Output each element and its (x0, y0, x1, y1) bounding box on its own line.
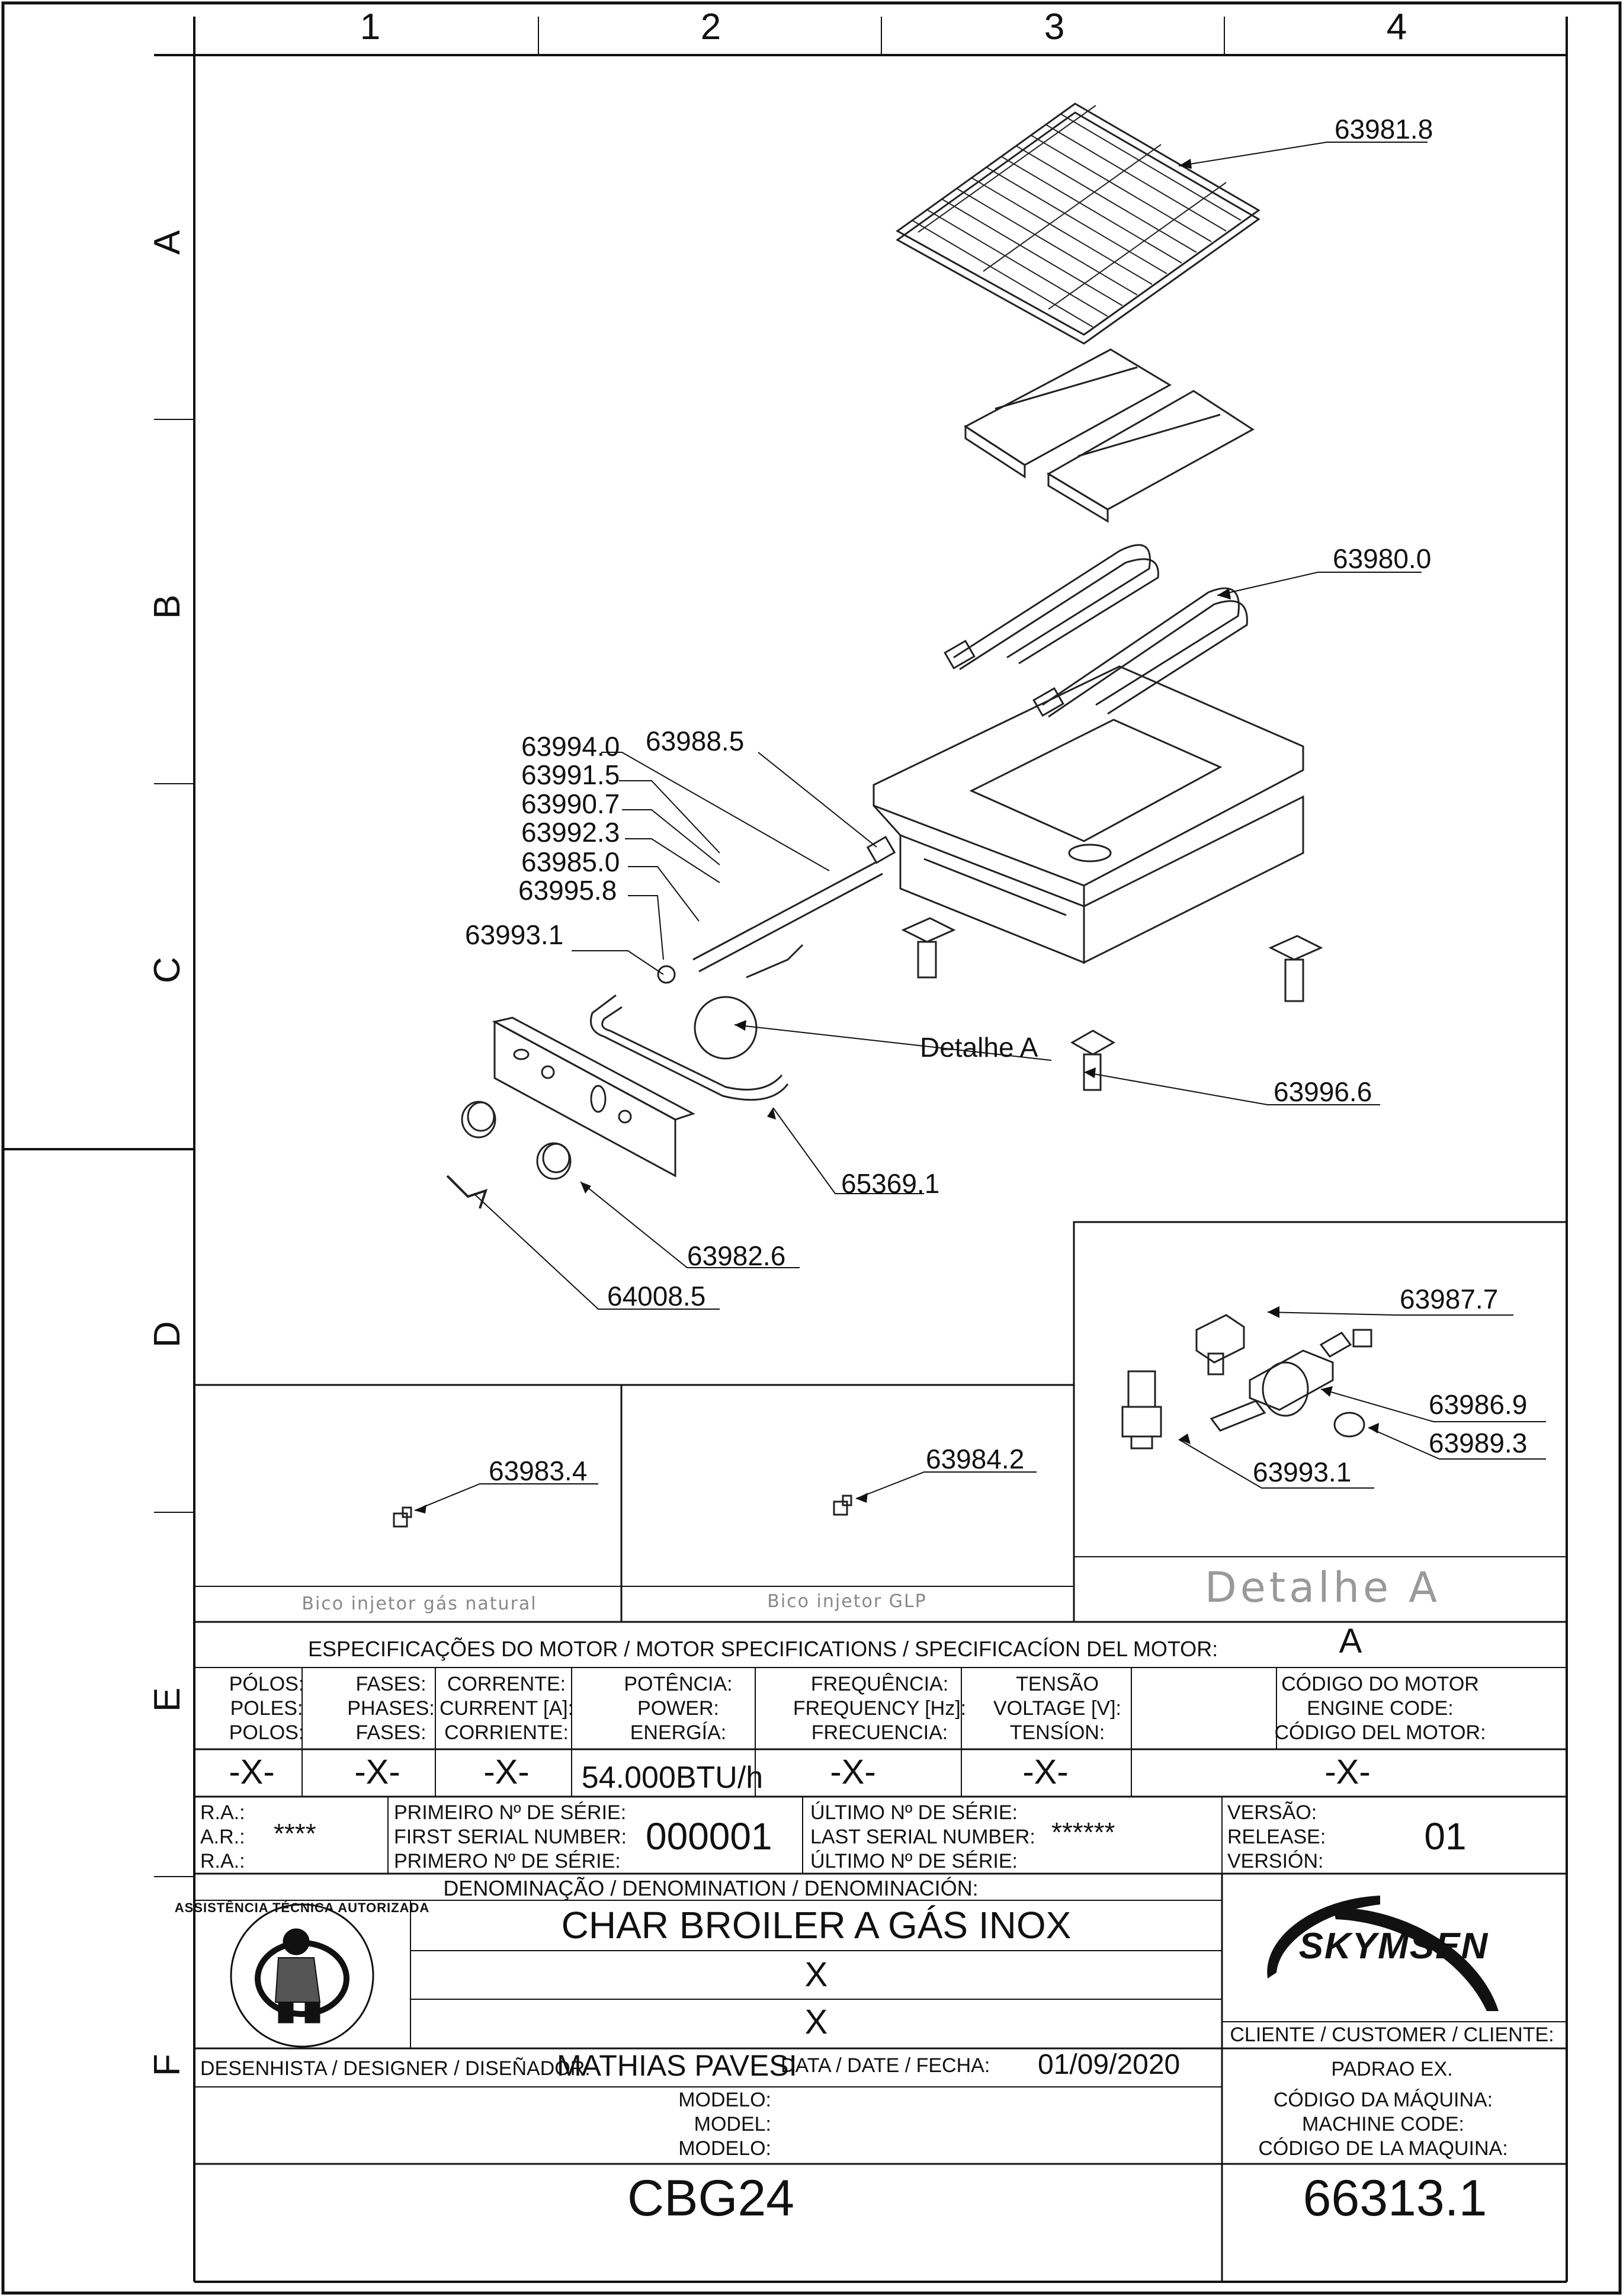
motor-spec-title: ESPECIFICAÇÕES DO MOTOR / MOTOR SPECIFIC… (308, 1637, 1218, 1661)
first-serial-labels: PRIMEIRO Nº DE SÉRIE: FIRST SERIAL NUMBE… (394, 1801, 627, 1872)
client-value: PADRAO EX. (1331, 2058, 1453, 2080)
motor-header-poles: PÓLOS: POLES: POLOS: (229, 1673, 304, 1744)
gas-manifold (590, 835, 896, 1101)
motor-value-current: -X- (483, 1753, 530, 1791)
denomination-line-1: CHAR BROILER A GÁS INOX (561, 1904, 1072, 1947)
part-number: 63981.8 (1335, 114, 1433, 145)
grid-row-label: B (147, 594, 188, 619)
radiant-plates (964, 348, 1255, 523)
part-number: 63982.6 (687, 1240, 786, 1271)
cable (446, 1175, 488, 1209)
part-number: 63996.6 (1274, 1076, 1372, 1107)
motor-value-phases: -X- (354, 1753, 400, 1791)
part-number: 63990.7 (521, 788, 620, 819)
model-value: CBG24 (627, 2170, 795, 2227)
motor-value-voltage: -X- (1022, 1753, 1069, 1791)
motor-header-voltage: TENSÃO VOLTAGE [V]: TENSÍON: (993, 1673, 1122, 1744)
part-number: 63983.4 (489, 1455, 588, 1486)
motor-header-phases: FASES: PHASES: FASES: (347, 1673, 435, 1744)
part-number: 63988.5 (646, 726, 745, 756)
ra-value: **** (274, 1818, 316, 1849)
grid-row-label: E (147, 1687, 188, 1712)
motor-header-engine-code: CÓDIGO DO MOTOR ENGINE CODE: CÓDIGO DEL … (1274, 1673, 1486, 1744)
nozzle-natural (393, 1506, 412, 1528)
part-number: 63987.7 (1400, 1284, 1499, 1314)
part-number: 63993.1 (1253, 1457, 1352, 1487)
part-number: 63980.0 (1333, 543, 1432, 574)
service-logo (230, 1903, 374, 2048)
designer-label: DESENHISTA / DESIGNER / DISEÑADOR: (200, 2057, 591, 2080)
ra-labels: R.A.: A.R.: R.A.: (200, 1801, 245, 1872)
part-number: 64008.5 (607, 1281, 706, 1311)
broiler-body (873, 665, 1304, 964)
part-number: 63986.9 (1429, 1389, 1528, 1420)
brand-name: SKYMSEN (1298, 1926, 1489, 1967)
denomination-label: DENOMINAÇÃO / DENOMINATION / DENOMINACIÓ… (443, 1876, 979, 1900)
nozzle-glp-caption: Bico injetor GLP (767, 1591, 927, 1612)
motor-header-current: CORRENTE: CURRENT [A]: CORRIENTE: (439, 1673, 574, 1744)
grid-column-label: 3 (1044, 7, 1065, 47)
client-label: CLIENTE / CUSTOMER / CLIENTE: (1230, 2024, 1554, 2046)
brand-swoosh (1267, 1896, 1499, 2011)
grid-column-label: 1 (360, 7, 381, 47)
part-number: 65369.1 (841, 1168, 940, 1199)
detail-a-parts (1121, 1314, 1372, 1450)
burner-tubes (944, 544, 1248, 718)
motor-value-engine-code: -X- (1324, 1753, 1371, 1791)
version-value: 01 (1424, 1815, 1467, 1858)
designer-value: MATHIAS PAVESI (557, 2049, 797, 2082)
nozzle-natural-caption: Bico injetor gás natural (301, 1593, 537, 1614)
denomination-line-3: X (804, 2003, 828, 2041)
part-number: 63991.5 (521, 759, 620, 790)
motor-value-frequency: -X- (830, 1753, 876, 1791)
grid-row-label: A (147, 230, 188, 255)
feet (901, 917, 1323, 1091)
motor-header-frequency: FREQUÊNCIA: FREQUENCY [Hz]: FRECUENCIA: (793, 1673, 967, 1744)
motor-value-power: 54.000BTU/h (581, 1761, 764, 1795)
grid-column-label: 4 (1386, 7, 1407, 47)
machine-code-labels: CÓDIGO DA MÁQUINA: MACHINE CODE: CÓDIGO … (1258, 2089, 1508, 2160)
part-number: 63989.3 (1429, 1428, 1528, 1458)
knobs (461, 1101, 572, 1180)
model-labels: MODELO: MODEL: MODELO: (678, 2089, 771, 2160)
service-logo-text: ASSISTÊNCIA TÉCNICA AUTORIZADA (174, 1900, 430, 1915)
last-serial-labels: ÚLTIMO Nº DE SÉRIE: LAST SERIAL NUMBER: … (810, 1801, 1035, 1872)
date-label: DATA / DATE / FECHA: (781, 2054, 990, 2077)
motor-header-power: POTÊNCIA: POWER: ENERGÍA: (624, 1673, 733, 1744)
part-number: 63992.3 (521, 817, 620, 848)
first-serial-value: 000001 (646, 1815, 772, 1858)
machine-code-value: 66313.1 (1303, 2170, 1487, 2227)
nozzle-glp (833, 1495, 852, 1516)
detail-a-title: Detalhe A (1204, 1563, 1441, 1612)
part-number: 63993.1 (465, 919, 564, 950)
detail-callout: Detalhe A (920, 1032, 1038, 1063)
part-number: 63985.0 (521, 846, 620, 877)
grid-row-label: C (147, 957, 188, 983)
motor-value-poles: -X- (229, 1753, 275, 1791)
control-panel (492, 1016, 695, 1178)
motor-spec-letter: A (1339, 1622, 1362, 1660)
version-labels: VERSÃO: RELEASE: VERSIÓN: (1227, 1801, 1326, 1872)
grid-column-label: 2 (700, 7, 721, 47)
grill-grate (896, 102, 1260, 345)
part-number: 63995.8 (518, 875, 617, 906)
last-serial-value: ****** (1051, 1817, 1115, 1848)
grid-row-label: F (147, 2054, 188, 2076)
part-number: 63984.2 (926, 1444, 1025, 1474)
part-number: 63994.0 (521, 731, 620, 762)
date-value: 01/09/2020 (1038, 2049, 1181, 2080)
denomination-line-2: X (804, 1955, 828, 1994)
grid-row-label: D (147, 1321, 188, 1348)
